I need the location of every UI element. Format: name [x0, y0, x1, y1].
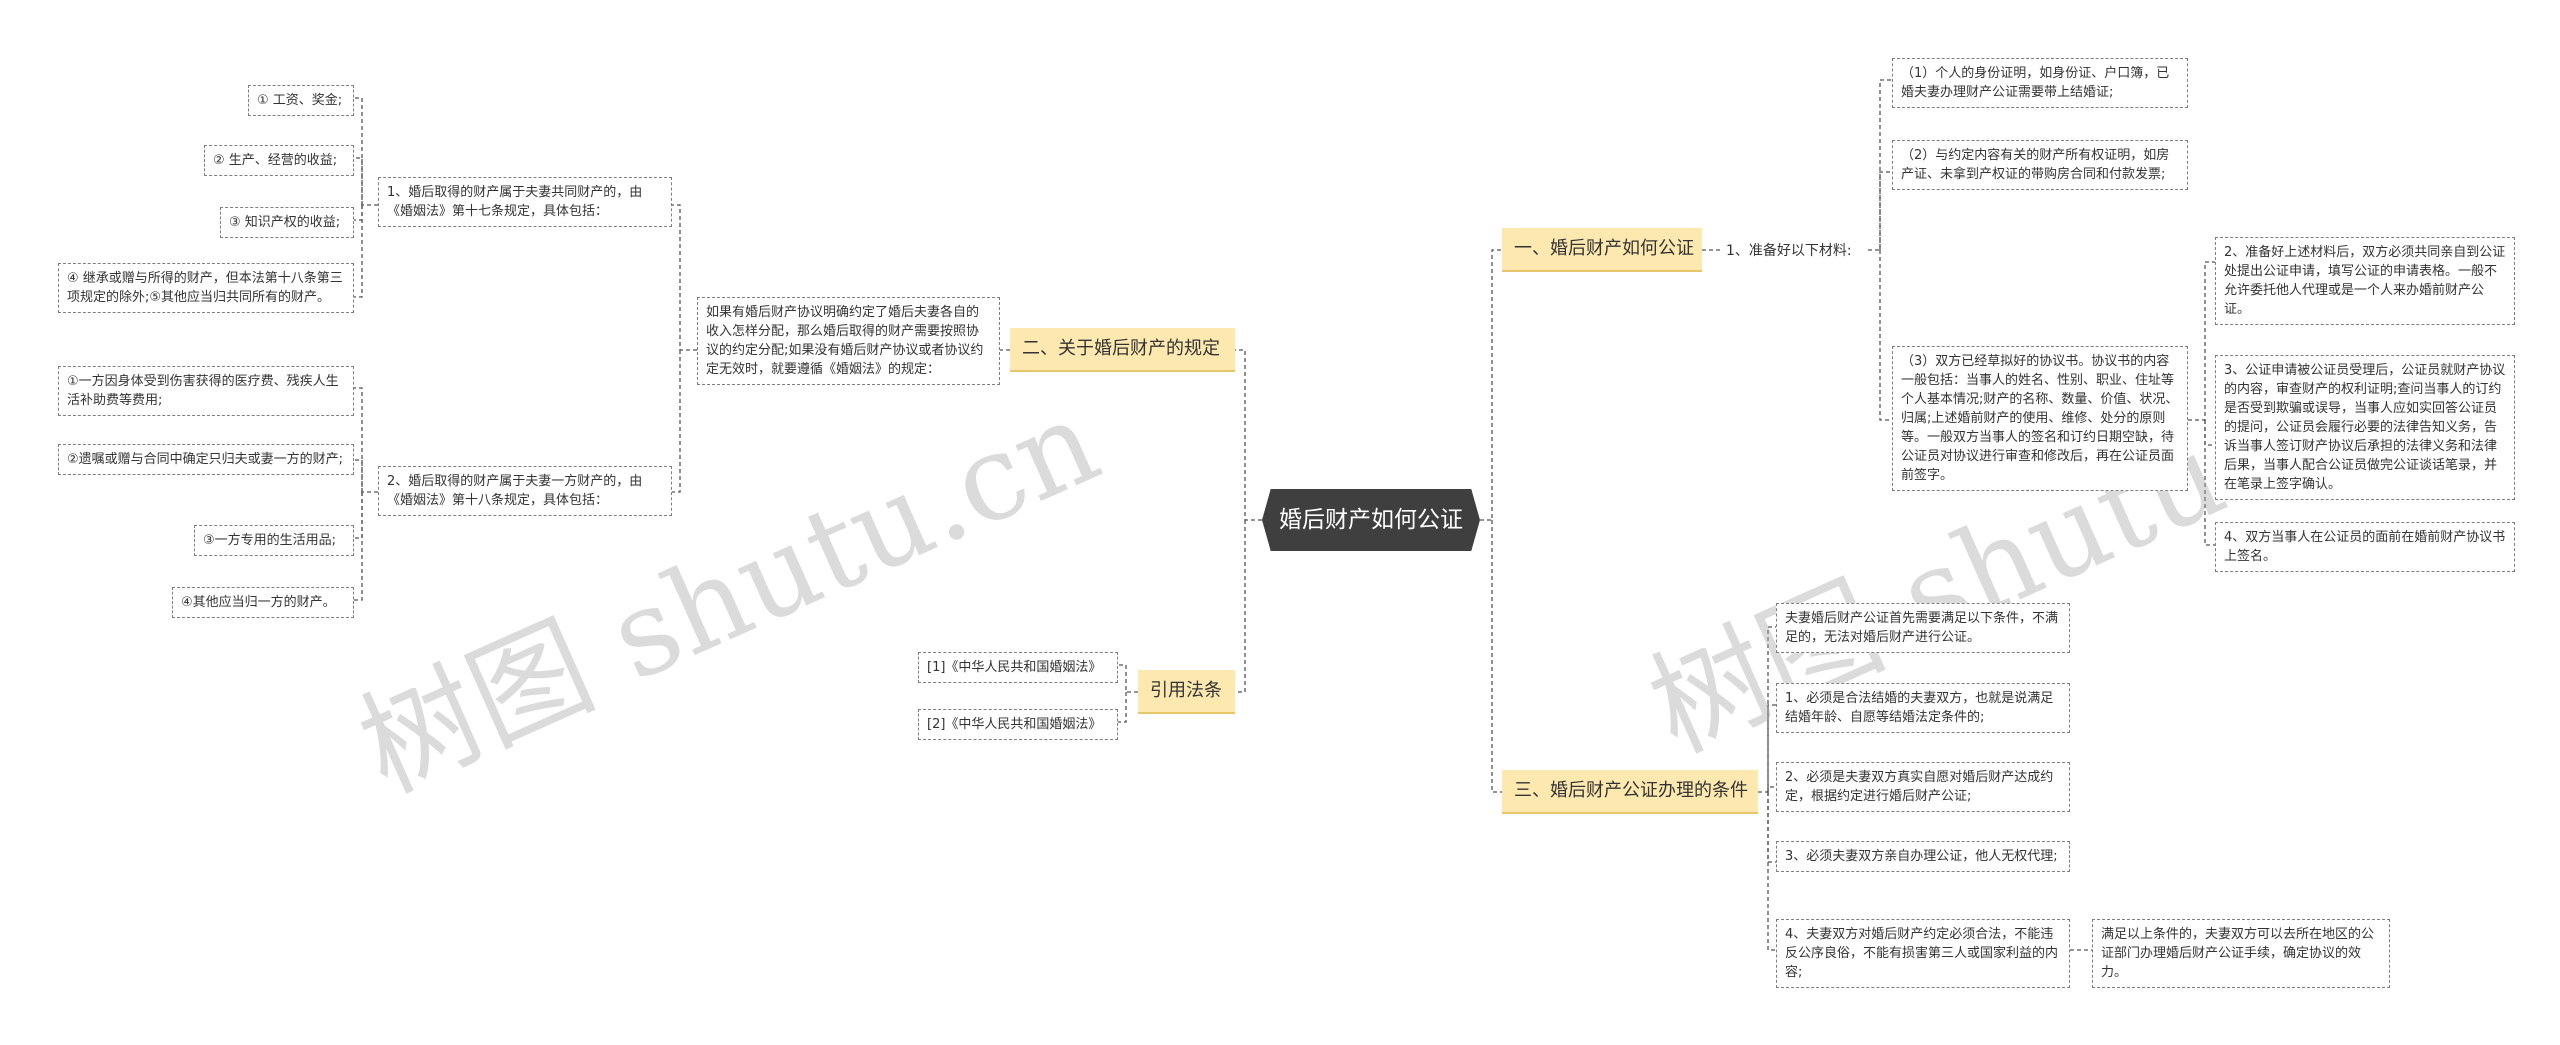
topic-notarization-conditions[interactable]: 三、婚后财产公证办理的条件	[1502, 770, 1758, 814]
condition-conclusion[interactable]: 满足以上条件的，夫妻双方可以去所在地区的公证部门办理婚后财产公证手续，确定协议的…	[2092, 919, 2390, 988]
art17-item-4[interactable]: ④ 继承或赠与所得的财产，但本法第十八条第三项规定的除外;⑤其他应当归共同所有的…	[58, 263, 354, 313]
step-item-4[interactable]: 4、双方当事人在公证员的面前在婚前财产协议书上签名。	[2215, 522, 2515, 572]
article-17-node[interactable]: 1、婚后取得的财产属于夫妻共同财产的，由《婚姻法》第十七条规定，具体包括：	[378, 177, 672, 227]
condition-item-3[interactable]: 3、必须夫妻双方亲自办理公证，他人无权代理;	[1776, 841, 2070, 872]
topic-notarize-property[interactable]: 一、婚后财产如何公证	[1502, 228, 1702, 272]
cited-law-2[interactable]: [2]《中华人民共和国婚姻法》	[918, 709, 1118, 740]
art17-item-1[interactable]: ① 工资、奖金;	[248, 85, 354, 116]
material-item-1[interactable]: （1）个人的身份证明，如身份证、户口簿，已婚夫妻办理财产公证需要带上结婚证;	[1892, 58, 2188, 108]
article-18-node[interactable]: 2、婚后取得的财产属于夫妻一方财产的，由《婚姻法》第十八条规定，具体包括：	[378, 466, 672, 516]
root-node[interactable]: 婚后财产如何公证	[1262, 489, 1480, 551]
cited-law-1[interactable]: [1]《中华人民共和国婚姻法》	[918, 652, 1118, 683]
condition-item-1[interactable]: 1、必须是合法结婚的夫妻双方，也就是说满足结婚年龄、自愿等结婚法定条件的;	[1776, 683, 2070, 733]
topic-marital-property-rules[interactable]: 二、关于婚后财产的规定	[1010, 328, 1235, 372]
step-item-3[interactable]: 3、公证申请被公证员受理后，公证员就财产协议的内容，审查财产的权利证明;查问当事…	[2215, 355, 2515, 500]
art18-item-1[interactable]: ①一方因身体受到伤害获得的医疗费、残疾人生活补助费等费用;	[58, 366, 354, 416]
art18-item-2[interactable]: ②遗嘱或赠与合同中确定只归夫或妻一方的财产;	[58, 444, 354, 475]
materials-heading[interactable]: 1、准备好以下材料:	[1726, 243, 1852, 259]
condition-intro[interactable]: 夫妻婚后财产公证首先需要满足以下条件，不满足的，无法对婚后财产进行公证。	[1776, 603, 2070, 653]
step-item-2[interactable]: 2、准备好上述材料后，双方必须共同亲自到公证处提出公证申请，填写公证的申请表格。…	[2215, 237, 2515, 325]
material-item-3[interactable]: （3）双方已经草拟好的协议书。协议书的内容一般包括：当事人的姓名、性别、职业、住…	[1892, 346, 2188, 491]
art17-item-3[interactable]: ③ 知识产权的收益;	[220, 207, 354, 238]
condition-item-2[interactable]: 2、必须是夫妻双方真实自愿对婚后财产达成约定，根据约定进行婚后财产公证;	[1776, 762, 2070, 812]
condition-item-4[interactable]: 4、夫妻双方对婚后财产约定必须合法，不能违反公序良俗，不能有损害第三人或国家利益…	[1776, 919, 2070, 988]
material-item-2[interactable]: （2）与约定内容有关的财产所有权证明，如房产证、未拿到产权证的带购房合同和付款发…	[1892, 140, 2188, 190]
art18-item-4[interactable]: ④其他应当归一方的财产。	[172, 587, 354, 618]
art17-item-2[interactable]: ② 生产、经营的收益;	[204, 145, 354, 176]
rules-summary[interactable]: 如果有婚后财产协议明确约定了婚后夫妻各自的收入怎样分配，那么婚后取得的财产需要按…	[697, 297, 1000, 385]
art18-item-3[interactable]: ③一方专用的生活用品;	[194, 525, 354, 556]
topic-cited-laws[interactable]: 引用法条	[1138, 670, 1235, 714]
